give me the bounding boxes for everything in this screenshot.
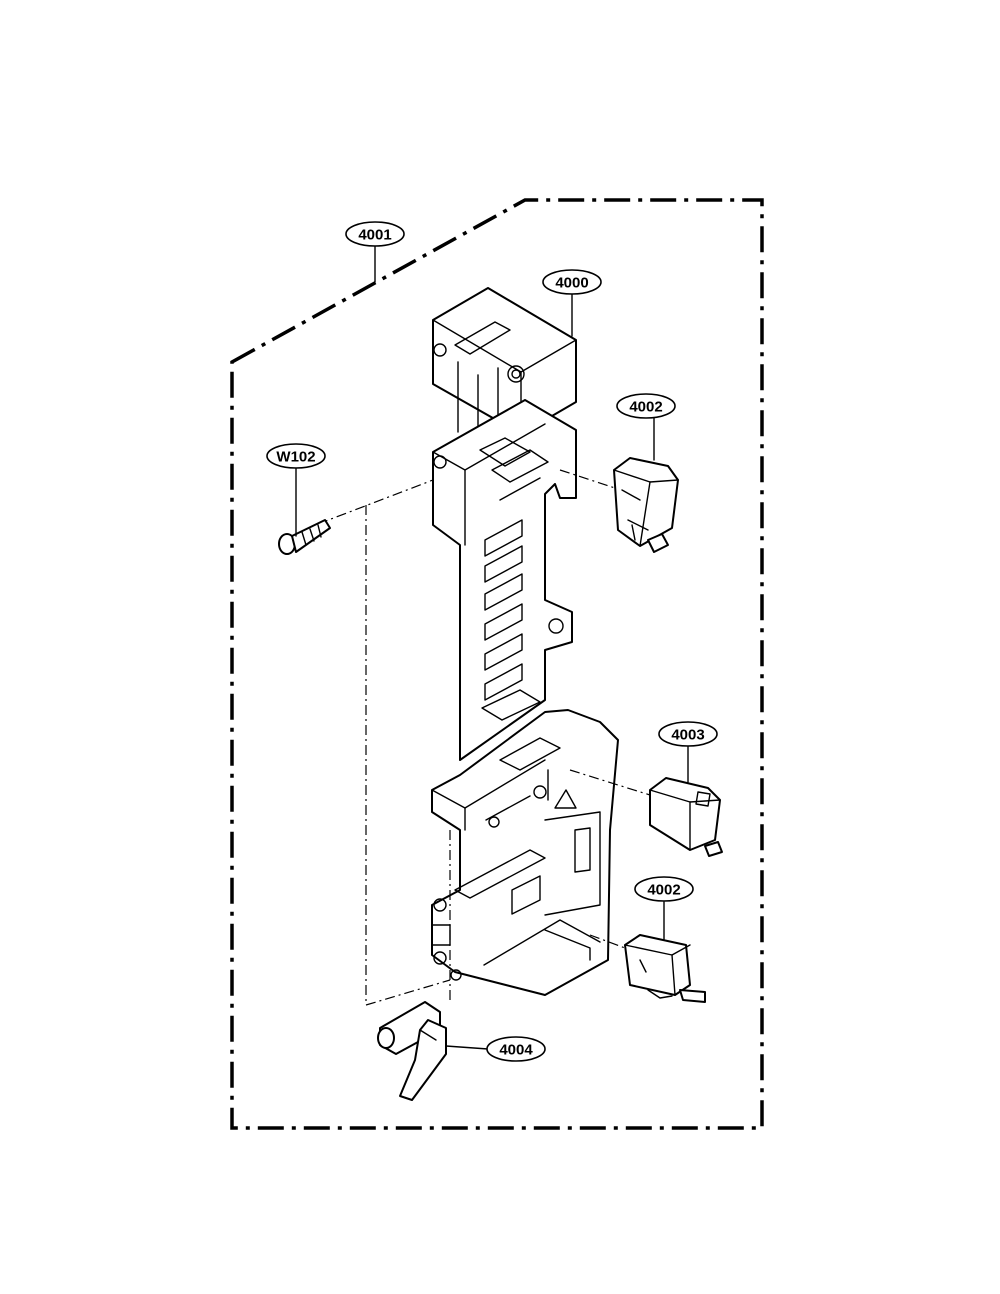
- label-4002-bottom-text: 4002: [647, 882, 680, 899]
- latch-frame-part: [431, 287, 619, 996]
- assembly-boundary: [230, 198, 764, 1130]
- switch-middle-path: [569, 769, 651, 796]
- label-4004-text: 4004: [499, 1042, 533, 1059]
- lever-part: [377, 1001, 447, 1101]
- label-4000: 4000: [542, 269, 602, 295]
- label-4001-text: 4001: [358, 227, 391, 244]
- label-w102: W102: [266, 443, 326, 469]
- lever-path: [365, 505, 451, 1006]
- micro-switch-bottom-part: [624, 934, 706, 1003]
- label-4003-text: 4003: [671, 727, 704, 744]
- label-4002-top: 4002: [616, 393, 676, 419]
- label-4002-top-text: 4002: [629, 399, 662, 416]
- micro-switch-top-part: [613, 457, 679, 553]
- label-4002-bottom: 4002: [634, 876, 694, 902]
- switch-top-path: [559, 469, 616, 489]
- label-4003: 4003: [658, 721, 718, 747]
- label-4001: 4001: [345, 221, 405, 247]
- label-w102-text: W102: [276, 449, 315, 466]
- screw-path: [317, 479, 434, 525]
- micro-switch-middle-part: [649, 777, 723, 857]
- label-4004: 4004: [486, 1036, 546, 1062]
- label-4000-text: 4000: [555, 275, 588, 292]
- screw-part: [278, 519, 331, 555]
- switch-bottom-path: [589, 934, 626, 949]
